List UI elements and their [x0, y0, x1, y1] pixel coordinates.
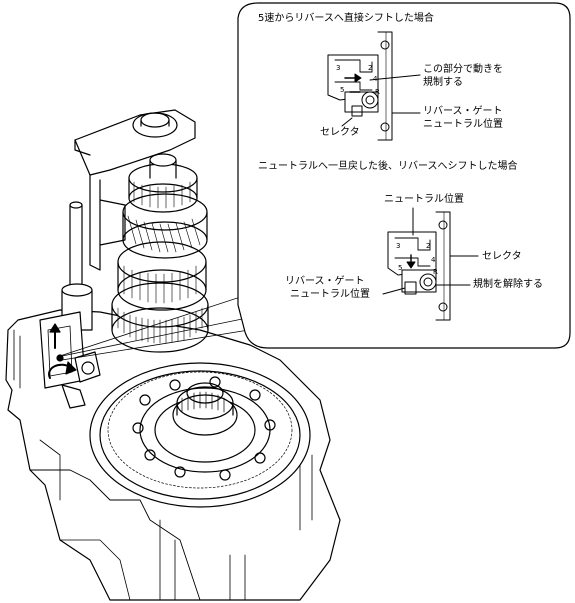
lower-gate-detail — [382, 207, 479, 321]
callout-bubble — [237, 2, 571, 349]
shift-fork-bracket — [61, 109, 196, 331]
case2-gate-2: 2 — [426, 242, 431, 250]
case1-note-line1: この部分で動きを — [423, 64, 503, 75]
case2-title: ニュートラルへ一旦戻した後、リバースへシフトした場合 — [258, 161, 518, 172]
case1-gate-4: 4 — [373, 75, 378, 83]
case1-gate-3: 3 — [336, 64, 341, 72]
case1-title: 5速からリバースへ直接シフトした場合 — [258, 13, 434, 24]
differential-housing — [89, 362, 311, 508]
case2-gate-R: R — [433, 268, 438, 276]
case2-gate-3: 3 — [396, 242, 401, 250]
case1-neutral-position: ニュートラル位置 — [423, 119, 503, 130]
case1-gate-5: 5 — [340, 86, 345, 94]
case1-reverse-gate: リバース・ゲート — [423, 106, 503, 117]
case2-reverse-gate: リバース・ゲート — [285, 276, 365, 287]
case1-selector-label: セレクタ — [320, 127, 360, 138]
case2-gate-4: 4 — [431, 256, 436, 264]
case2-selector-label: セレクタ — [482, 251, 522, 262]
case2-neutral-position: ニュートラル位置 — [384, 194, 464, 205]
case2-gate-5: 5 — [398, 264, 403, 272]
case1-gate-2: 2 — [368, 64, 373, 72]
case1-gate-R: R — [375, 88, 380, 96]
upper-gate-detail — [327, 31, 421, 141]
gear-shaft-stack — [111, 153, 209, 353]
case2-neutral-position-2: ニュートラル位置 — [290, 289, 370, 300]
selector-mechanism — [39, 311, 101, 409]
case1-note-line2: 規制する — [423, 77, 463, 88]
case2-release-label: 規制を解除する — [473, 279, 543, 290]
